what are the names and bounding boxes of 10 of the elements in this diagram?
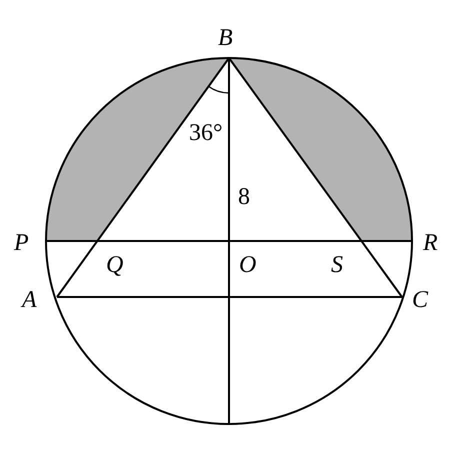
point-label: A [22, 288, 37, 312]
point-label: C [412, 288, 428, 312]
point-label: P [14, 231, 29, 255]
point-label: R [423, 231, 438, 255]
point-label: S [331, 253, 343, 277]
angle-label: 36° [189, 121, 223, 145]
point-label: B [218, 26, 233, 50]
length-label: 8 [238, 185, 250, 209]
point-label: Q [106, 253, 124, 277]
point-label: O [239, 253, 256, 277]
